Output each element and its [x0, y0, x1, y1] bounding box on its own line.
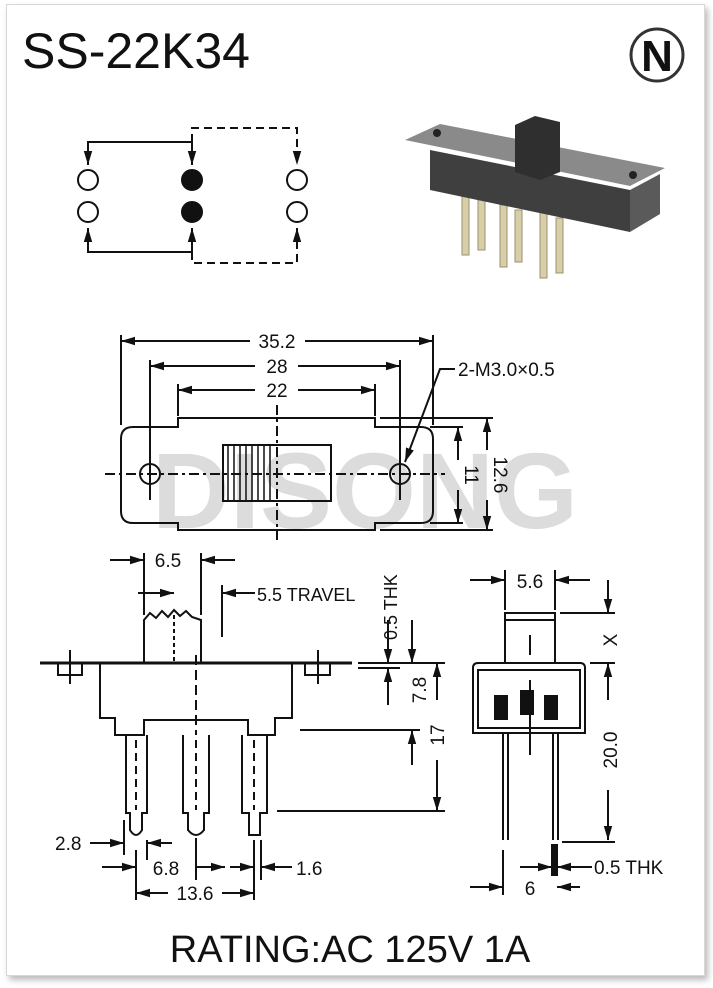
dim-overall-length: 35.2	[259, 332, 296, 353]
mounting-hole-spec: 2-M3.0×0.5	[458, 360, 555, 381]
dim-pin-span: 13.6	[177, 884, 214, 905]
dim-actuator-width: 6.5	[155, 551, 181, 572]
dim-pin-length: 20.0	[601, 732, 622, 769]
dim-flange-thickness: 0.5 THK	[381, 574, 401, 640]
dim-body-depth: 7.8	[410, 677, 431, 703]
end-view	[470, 570, 615, 895]
dim-body-height: 11	[460, 465, 481, 485]
watermark-text: DISONG	[152, 430, 578, 551]
logo-letter: N	[641, 32, 673, 81]
top-view	[105, 335, 493, 540]
dim-total-height: 17	[428, 724, 449, 745]
product-photo	[405, 116, 665, 279]
dim-travel: 5.5 TRAVEL	[257, 585, 355, 605]
dim-pin-thickness: 0.5 THK	[594, 858, 664, 879]
dim-pin-gap: 1.6	[296, 859, 322, 880]
dim-actuator-height: X	[601, 633, 622, 646]
part-number-title: SS-22K34	[22, 23, 250, 79]
side-view	[40, 553, 445, 900]
dim-end-actuator-width: 5.6	[517, 572, 543, 593]
brand-logo: N	[629, 27, 685, 83]
dim-flange-height: 12.6	[489, 457, 510, 494]
dim-pin-row-spacing: 6	[525, 879, 536, 900]
dim-housing-length: 22	[266, 381, 287, 402]
rating-label: RATING:AC 125V 1A	[170, 929, 531, 971]
circuit-schematic	[77, 127, 308, 264]
dim-hole-spacing: 28	[266, 357, 287, 378]
dim-pin-pitch: 6.8	[153, 859, 179, 880]
dim-pin-width: 2.8	[55, 834, 81, 855]
